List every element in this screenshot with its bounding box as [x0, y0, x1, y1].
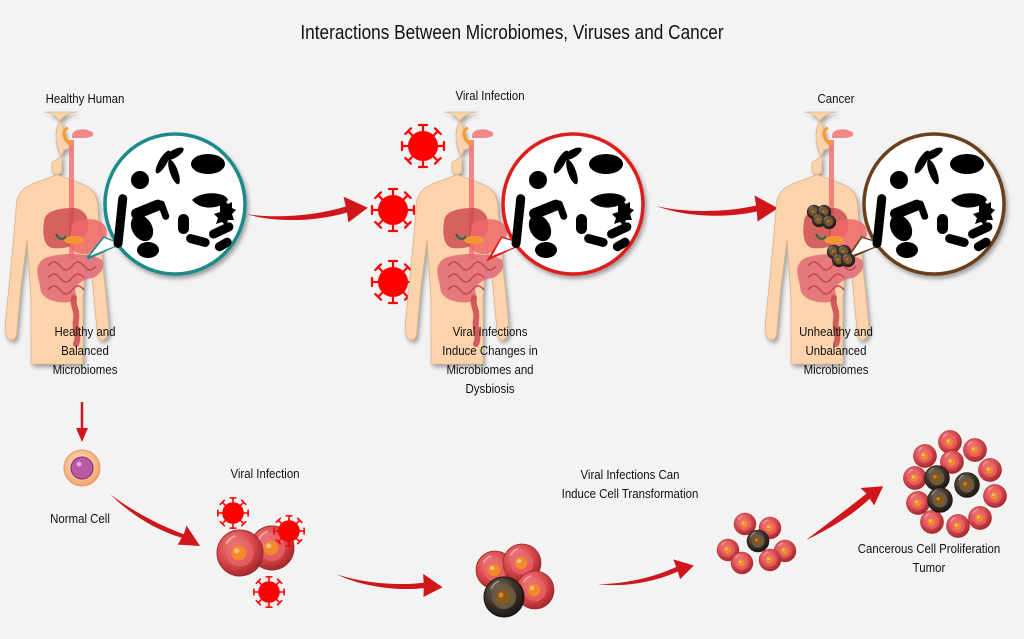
microbiome-bubble-icon — [486, 132, 645, 276]
arrow-icon — [655, 192, 779, 223]
arrow-icon — [806, 486, 884, 540]
healthy-caption: Healthy and Balanced Microbiomes — [52, 324, 118, 377]
cancer-human-figure — [765, 112, 1006, 364]
tumor-label: Cancerous Cell Proliferation Tumor — [857, 541, 1001, 575]
infected-cell-icon — [216, 497, 305, 608]
transformation-label: Viral Infections Can Induce Cell Transfo… — [561, 467, 699, 501]
microbiome-bubble-icon — [843, 132, 1006, 276]
virus-icon — [273, 515, 305, 547]
cancer-heading: Cancer — [817, 91, 855, 106]
healthy-heading: Healthy Human — [45, 91, 125, 106]
microbiome-bubble-icon — [86, 132, 247, 276]
cell-cluster-icon — [716, 512, 797, 575]
transformed-cell-icon — [475, 543, 555, 618]
viral-heading: Viral Infection — [455, 88, 525, 103]
virus-icon — [217, 497, 249, 529]
arrow-icon — [245, 195, 369, 226]
arrow-icon — [110, 494, 201, 546]
viral-infection-figure — [370, 112, 645, 364]
cancer-caption: Unhealthy and Unbalanced Microbiomes — [799, 324, 873, 377]
tumor-icon — [902, 429, 1008, 539]
healthy-human-figure — [5, 112, 247, 364]
virus-icon — [370, 187, 416, 233]
virus-icon — [400, 123, 446, 169]
arrow-icon — [596, 556, 696, 594]
normal-cell-icon — [63, 449, 101, 487]
diagram-title: Interactions Between Microbiomes, Viruse… — [300, 22, 724, 44]
virus-icon — [253, 576, 285, 608]
arrow-head — [76, 428, 88, 442]
arrow-icon — [334, 561, 445, 600]
normal-cell-label: Normal Cell — [50, 511, 110, 526]
viral-infection-label: Viral Infection — [230, 466, 300, 481]
viral-caption: Viral Infections Induce Changes in Micro… — [442, 324, 538, 396]
